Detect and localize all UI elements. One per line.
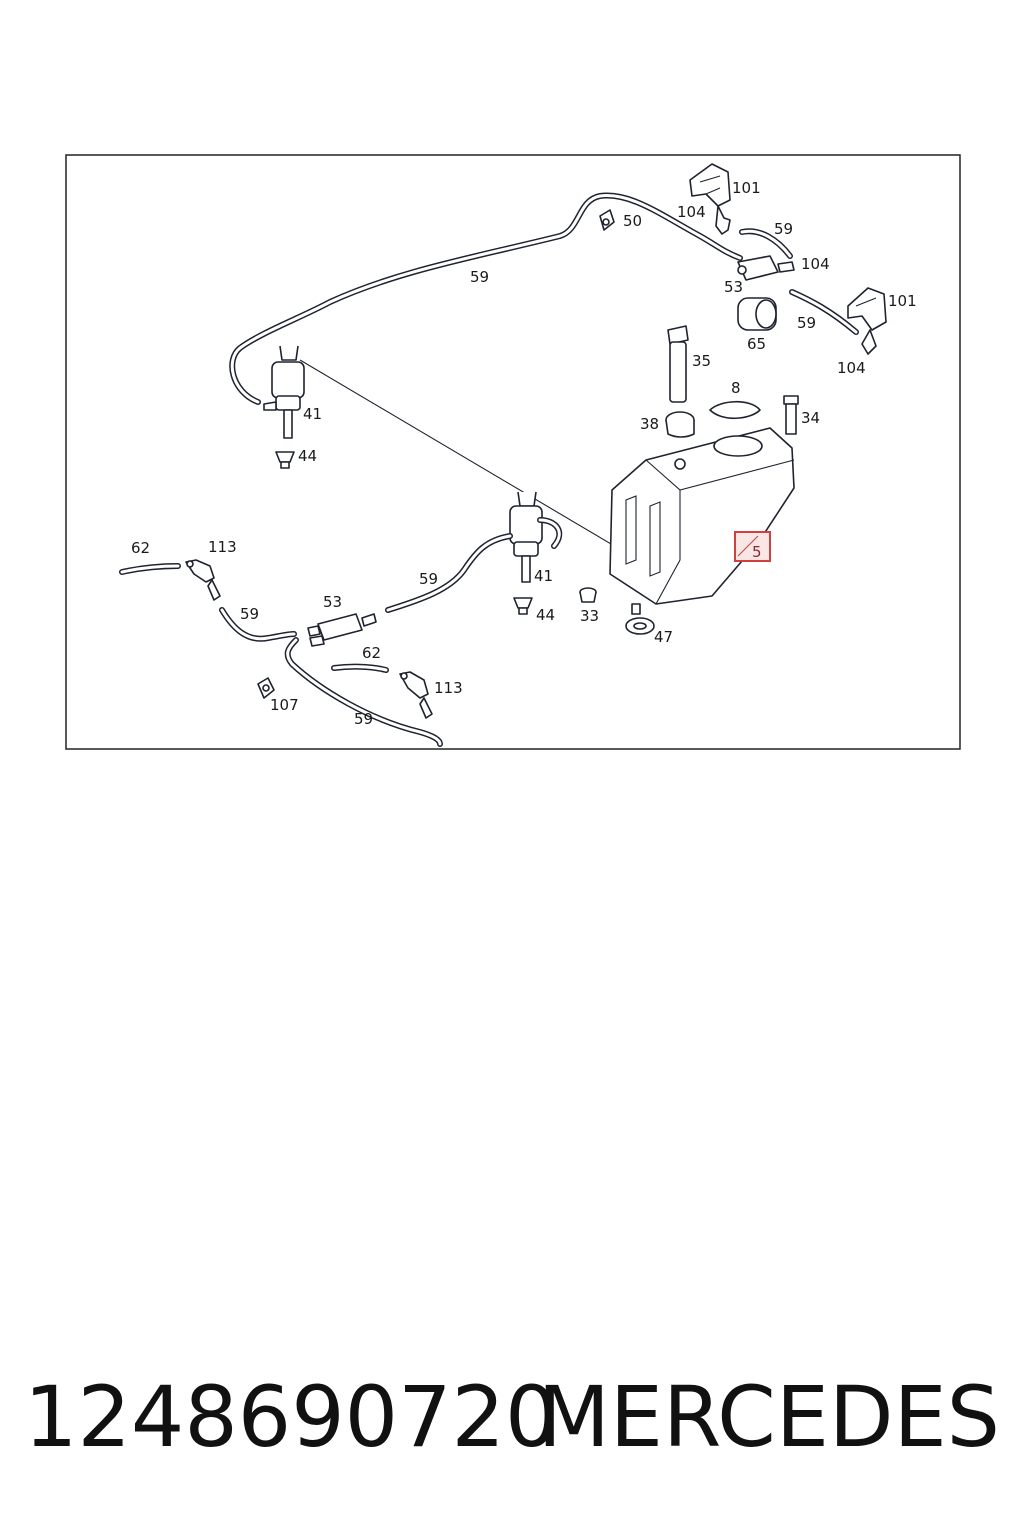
valve-113-bottom bbox=[399, 671, 433, 719]
callout-8: 8 bbox=[731, 379, 741, 397]
fitting-53-top bbox=[737, 255, 795, 281]
grommet-33 bbox=[579, 587, 597, 603]
valve-113-left bbox=[185, 559, 221, 601]
callout-107: 107 bbox=[270, 696, 299, 714]
callout-50: 50 bbox=[623, 212, 642, 230]
callout-101: 101 bbox=[888, 292, 917, 310]
callout-59: 59 bbox=[470, 268, 489, 286]
callout-33: 33 bbox=[580, 607, 599, 625]
seal-47 bbox=[625, 617, 655, 635]
diagram-frame bbox=[65, 154, 961, 750]
callout-62: 62 bbox=[362, 644, 381, 662]
pump-41-left bbox=[263, 345, 305, 439]
hose-59-bottom bbox=[284, 637, 443, 747]
cap-8 bbox=[709, 400, 761, 420]
callout-5: 5 bbox=[752, 543, 762, 561]
bolt-34 bbox=[783, 395, 799, 435]
callout-47: 47 bbox=[654, 628, 673, 646]
callout-113: 113 bbox=[208, 538, 237, 556]
callout-59: 59 bbox=[419, 570, 438, 588]
pump-41-center bbox=[509, 491, 563, 583]
hose-59-right bbox=[789, 289, 859, 335]
callout-62: 62 bbox=[131, 539, 150, 557]
grommet-44-left bbox=[275, 451, 295, 469]
callout-101: 101 bbox=[732, 179, 761, 197]
reservoir-tank bbox=[609, 427, 795, 615]
callout-104: 104 bbox=[801, 255, 830, 273]
hose-62-left bbox=[119, 563, 181, 575]
hose-59-left bbox=[219, 607, 297, 642]
hose-59-lower-center bbox=[385, 533, 513, 613]
fitting-53-lower bbox=[307, 613, 377, 647]
hose-62-bottom bbox=[331, 663, 389, 673]
nozzle-101-top bbox=[689, 163, 731, 235]
nozzle-101-right bbox=[847, 287, 887, 355]
callout-65: 65 bbox=[747, 335, 766, 353]
callout-44: 44 bbox=[536, 606, 555, 624]
callout-41: 41 bbox=[534, 567, 553, 585]
clip-107 bbox=[257, 677, 275, 699]
highlight-part-5[interactable]: 5 bbox=[734, 531, 771, 562]
callout-53: 53 bbox=[323, 593, 342, 611]
brand-name: MERCEDES bbox=[537, 1368, 1000, 1466]
callout-104: 104 bbox=[677, 203, 706, 221]
callout-113: 113 bbox=[434, 679, 463, 697]
clip-50 bbox=[599, 209, 615, 231]
caption: 1248690720 MERCEDES bbox=[0, 1362, 1024, 1472]
callout-53: 53 bbox=[724, 278, 743, 296]
leader-line bbox=[299, 359, 656, 571]
hose-59-short-top bbox=[739, 228, 793, 259]
callout-104: 104 bbox=[837, 359, 866, 377]
hose-upper bbox=[229, 192, 743, 405]
callout-35: 35 bbox=[692, 352, 711, 370]
callout-44: 44 bbox=[298, 447, 317, 465]
callout-41: 41 bbox=[303, 405, 322, 423]
sensor-35 bbox=[667, 325, 689, 403]
callout-59: 59 bbox=[240, 605, 259, 623]
callout-38: 38 bbox=[640, 415, 659, 433]
grommet-44-center bbox=[513, 597, 533, 615]
grommet-65 bbox=[737, 297, 777, 331]
parts-diagram: 5 101 104 50 59 59 104 53 101 59 65 104 … bbox=[65, 154, 961, 750]
seal-38 bbox=[665, 411, 695, 438]
callout-59: 59 bbox=[354, 710, 373, 728]
part-number: 1248690720 bbox=[24, 1368, 559, 1466]
callout-59: 59 bbox=[774, 220, 793, 238]
callout-59: 59 bbox=[797, 314, 816, 332]
callout-34: 34 bbox=[801, 409, 820, 427]
callout-labels: 101 104 50 59 59 104 53 101 59 65 104 35… bbox=[131, 179, 917, 728]
